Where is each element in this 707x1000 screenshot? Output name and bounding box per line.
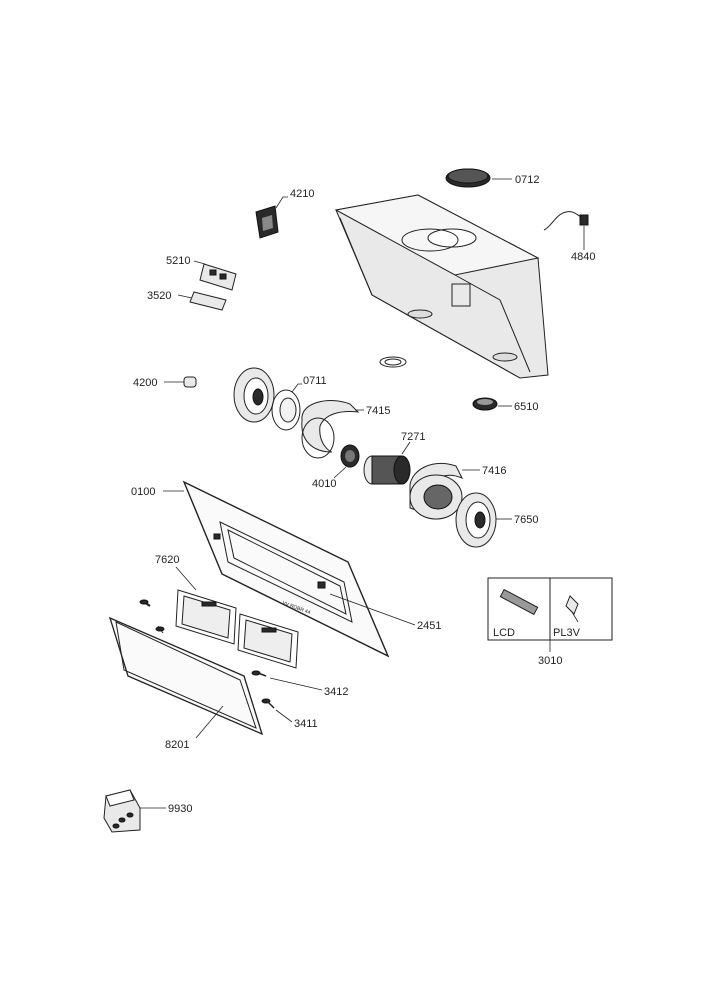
part-0712-carbon-filter: 0712 — [445, 168, 539, 188]
label-3010: 3010 — [538, 655, 562, 667]
part-3520-cover: 3520 — [147, 290, 227, 311]
label-7650: 7650 — [514, 514, 538, 526]
label-4840: 4840 — [571, 251, 595, 263]
label-7620: 7620 — [155, 554, 179, 566]
part-4010-capacitor: 4010 — [312, 444, 360, 490]
part-7416-fan-housing: 7416 — [409, 462, 506, 520]
part-3412-screw: 3412 — [269, 677, 348, 698]
label-4010: 4010 — [312, 478, 336, 490]
part-4200-lamp-holder: 4200 — [133, 376, 197, 389]
lamp-box-pl3v: PL3V — [553, 627, 581, 639]
lamp-box-lcd: LCD — [493, 627, 515, 639]
part-4210-switch: 4210 — [255, 188, 314, 239]
label-5210: 5210 — [166, 255, 190, 267]
part-2451-display: 2451 — [329, 593, 441, 632]
part-screws — [139, 599, 275, 709]
label-0712: 0712 — [515, 174, 539, 186]
label-6510: 6510 — [514, 401, 538, 413]
label-3412: 3412 — [324, 686, 348, 698]
label-3411: 3411 — [294, 718, 318, 730]
hood-body — [334, 194, 549, 379]
label-9930: 9930 — [168, 803, 192, 815]
part-4840-cable: 4840 — [543, 211, 595, 263]
part-0711-ring: 0711 — [271, 375, 327, 431]
part-7415-fan-housing: 7415 — [301, 400, 390, 459]
label-0100: 0100 — [131, 486, 155, 498]
label-8201: 8201 — [165, 739, 189, 751]
label-7415: 7415 — [366, 405, 390, 417]
label-2451: 2451 — [417, 620, 441, 632]
label-0711: 0711 — [303, 375, 327, 387]
part-6510-collar: 6510 — [472, 397, 538, 413]
part-5210-control-board: 5210 — [166, 255, 237, 291]
part-3010-lamp-kit: LCD PL3V 3010 — [487, 577, 613, 667]
label-3520: 3520 — [147, 290, 171, 302]
part-7650-motor-grille: 7650 — [455, 492, 538, 548]
part-7620-grease-filters: 7620 — [155, 554, 299, 669]
part-gasket — [379, 356, 407, 368]
part-motor-grille-left — [233, 367, 275, 423]
part-3411-screw: 3411 — [275, 709, 318, 730]
part-9930-fixing-kit: 9930 — [103, 789, 192, 833]
label-7271: 7271 — [401, 431, 425, 443]
label-4210: 4210 — [290, 188, 314, 200]
label-7416: 7416 — [482, 465, 506, 477]
part-8201-glass-panel: 8201 — [108, 616, 264, 751]
label-4200: 4200 — [133, 377, 157, 389]
part-7271-fan-wheel: 7271 — [363, 431, 425, 485]
